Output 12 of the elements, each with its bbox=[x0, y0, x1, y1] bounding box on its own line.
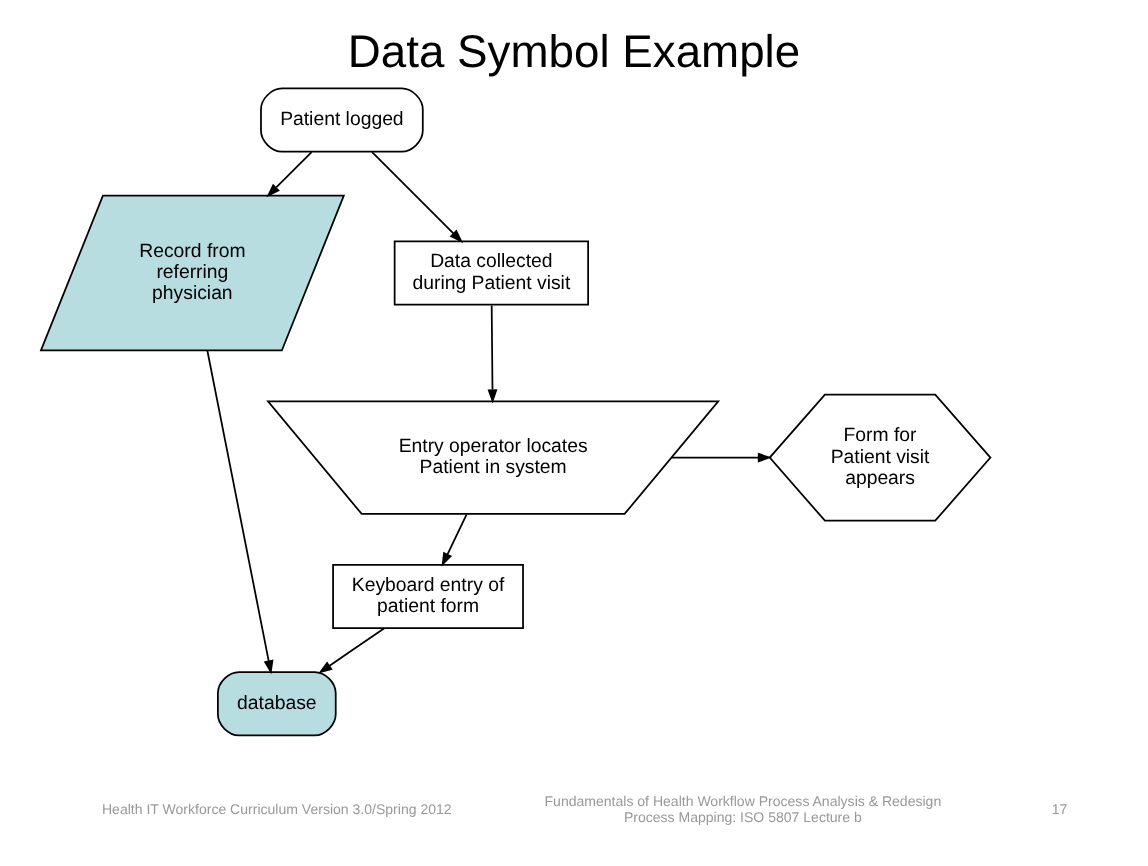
arrow bbox=[670, 452, 772, 463]
arrow bbox=[441, 513, 468, 567]
arrow bbox=[487, 304, 498, 404]
arrow bbox=[266, 151, 313, 198]
arrow bbox=[371, 151, 464, 243]
node-box: Keyboard entry of patient form bbox=[332, 563, 524, 629]
arrow bbox=[318, 627, 386, 674]
diagram-title: Data Symbol Example bbox=[347, 24, 801, 77]
arrow bbox=[206, 349, 274, 675]
node-box: Patient logged bbox=[260, 87, 424, 153]
node-box: Data collected during Patient visit bbox=[393, 240, 589, 306]
node-box: database bbox=[217, 671, 337, 737]
